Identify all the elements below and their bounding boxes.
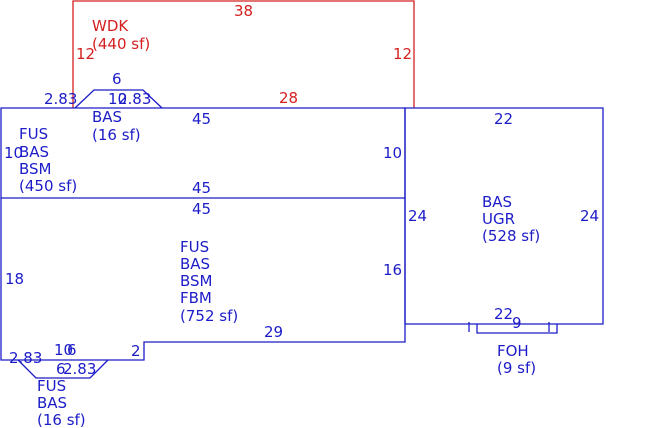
upper-top-dimension: 45: [192, 110, 211, 128]
top-bump-outline: [74, 89, 163, 109]
lower-code-4: FBM: [180, 289, 212, 307]
foh-width-dimension: 9: [512, 314, 522, 332]
bottom-bump-outline: [17, 359, 109, 379]
right-left-dimension: 24: [408, 207, 427, 225]
bottom-bump-area: (16 sf): [37, 411, 86, 428]
top-bump-top-dimension: 6: [112, 70, 122, 88]
bas-bottom-bump: 10 6 2.83 6 2.83 FUS BAS (16 sf): [9, 341, 109, 428]
wdk-bottom-dimension: 28: [279, 89, 298, 107]
lower-right-dimension: 16: [383, 261, 402, 279]
bottom-bump-mid-dimension: 6: [56, 360, 66, 378]
wdk-area: (440 sf): [92, 35, 150, 53]
right-code-1: BAS: [482, 193, 512, 211]
right-block-section: 22 24 24 22 BAS UGR (528 sf): [404, 107, 604, 325]
lower-code-2: BAS: [180, 255, 210, 273]
lower-area: (752 sf): [180, 307, 238, 325]
bottom-bump-code-1: FUS: [37, 377, 66, 395]
wdk-section: 38 12 12 28 WDK (440 sf): [72, 0, 415, 108]
top-bump-area: (16 sf): [92, 126, 141, 144]
bottom-bump-right-dimension: 2.83: [63, 360, 96, 378]
right-code-2: UGR: [482, 210, 515, 228]
wdk-top-dimension: 38: [234, 2, 253, 20]
top-bump-code: BAS: [92, 108, 122, 126]
bottom-bump-code-2: BAS: [37, 394, 67, 412]
foh-section: 9 FOH (9 sf): [468, 314, 558, 377]
right-block-outline: [404, 107, 604, 325]
wdk-code: WDK: [92, 17, 129, 35]
bas-top-bump: 6 2.83 10 2.83 BAS (16 sf): [44, 70, 163, 144]
bottom-bump-dimension-b: 6: [67, 341, 77, 359]
lower-code-1: FUS: [180, 238, 209, 256]
top-bump-left-dimension: 2.83: [44, 90, 77, 108]
wdk-left-dimension: 12: [76, 45, 95, 63]
lower-top-dimension: 45: [192, 200, 211, 218]
upper-code-3: BSM: [19, 160, 52, 178]
bottom-bump-left-dimension: 2.83: [9, 349, 42, 367]
foh-outline: [476, 324, 558, 334]
upper-code-2: BAS: [19, 143, 49, 161]
top-bump-mid-dimension: 10: [108, 90, 127, 108]
lower-left-dimension: 18: [5, 270, 24, 288]
lower-step-dimension: 2: [131, 342, 141, 360]
right-top-dimension: 22: [494, 110, 513, 128]
foh-area: (9 sf): [497, 359, 536, 377]
main-lower-section: 45 18 16 29 2 FUS BAS BSM FBM (752 sf): [0, 198, 406, 361]
upper-area: (450 sf): [19, 177, 77, 195]
main-upper-section: 45 10 10 45 FUS BAS BSM (450 sf): [0, 107, 406, 199]
upper-left-dimension: 10: [4, 144, 23, 162]
lower-bottom-dimension: 29: [264, 323, 283, 341]
foh-code: FOH: [497, 342, 529, 360]
upper-code-1: FUS: [19, 125, 48, 143]
top-bump-right-dimension: 2.83: [118, 90, 151, 108]
upper-right-dimension: 10: [383, 144, 402, 162]
wdk-outline: [72, 0, 415, 108]
upper-bottom-dimension: 45: [192, 179, 211, 197]
right-area: (528 sf): [482, 227, 540, 245]
wdk-right-dimension: 12: [393, 45, 412, 63]
lower-code-3: BSM: [180, 272, 213, 290]
right-right-dimension: 24: [580, 207, 599, 225]
right-bottom-dimension: 22: [494, 305, 513, 323]
bottom-bump-dimension-a: 10: [54, 341, 73, 359]
